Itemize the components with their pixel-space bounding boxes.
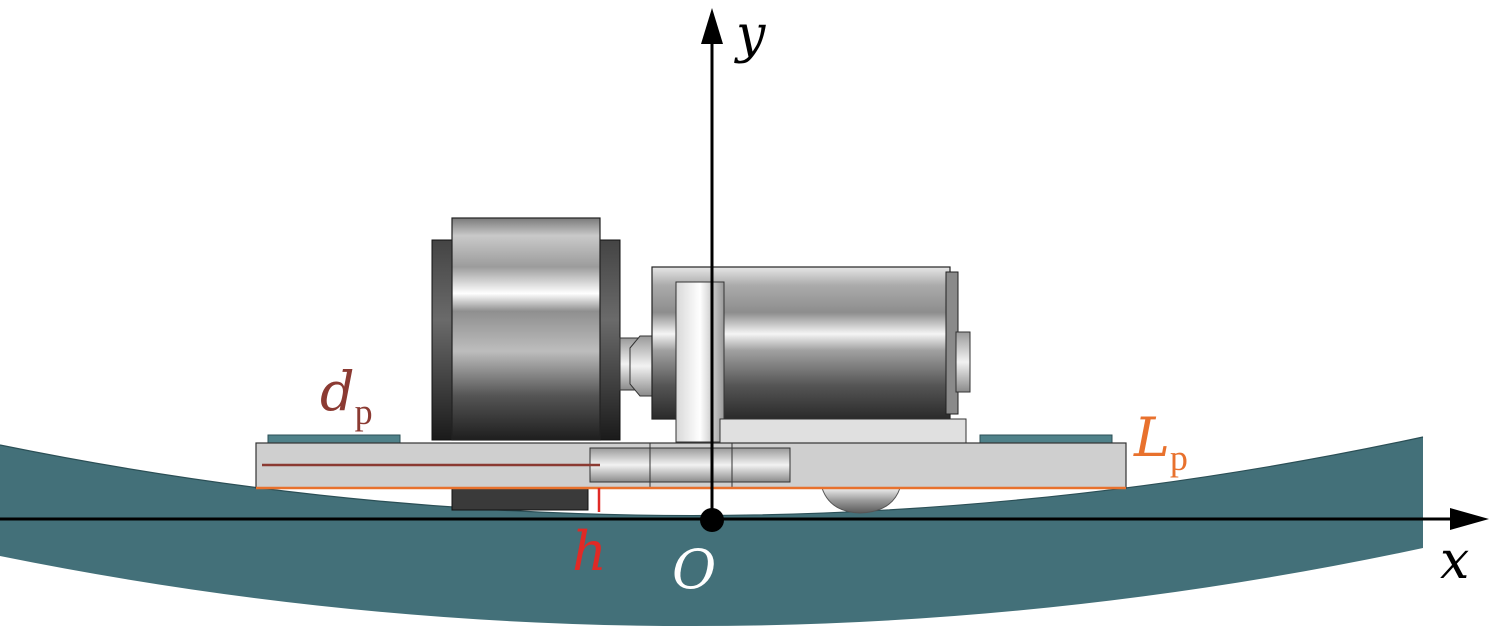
y-axis-label: y xyxy=(734,5,766,65)
lp-label: Lp xyxy=(1133,406,1188,478)
lp-label-sub: p xyxy=(1170,438,1188,478)
x-axis-arrowhead xyxy=(1450,508,1489,530)
dp-label: dp xyxy=(320,360,373,432)
plate-shaft-slot xyxy=(589,447,791,483)
x-axis-label: x xyxy=(1440,531,1469,591)
coordinate-axes xyxy=(0,8,1489,532)
wheel-drum xyxy=(451,217,601,441)
drum-bottom xyxy=(451,487,589,511)
dp-label-sub: p xyxy=(355,392,373,432)
support-roller xyxy=(821,487,901,514)
y-axis-arrowhead xyxy=(701,8,723,44)
pipe-robot xyxy=(255,217,1127,514)
motor-mount-base xyxy=(719,418,967,444)
origin-label: O xyxy=(672,538,716,601)
dp-label-main: d xyxy=(320,360,355,423)
origin-point xyxy=(700,508,724,532)
motor-end-bolt xyxy=(955,331,971,393)
lp-label-main: L xyxy=(1133,406,1170,469)
motor-bracket xyxy=(675,281,725,443)
h-label: h xyxy=(572,520,607,583)
